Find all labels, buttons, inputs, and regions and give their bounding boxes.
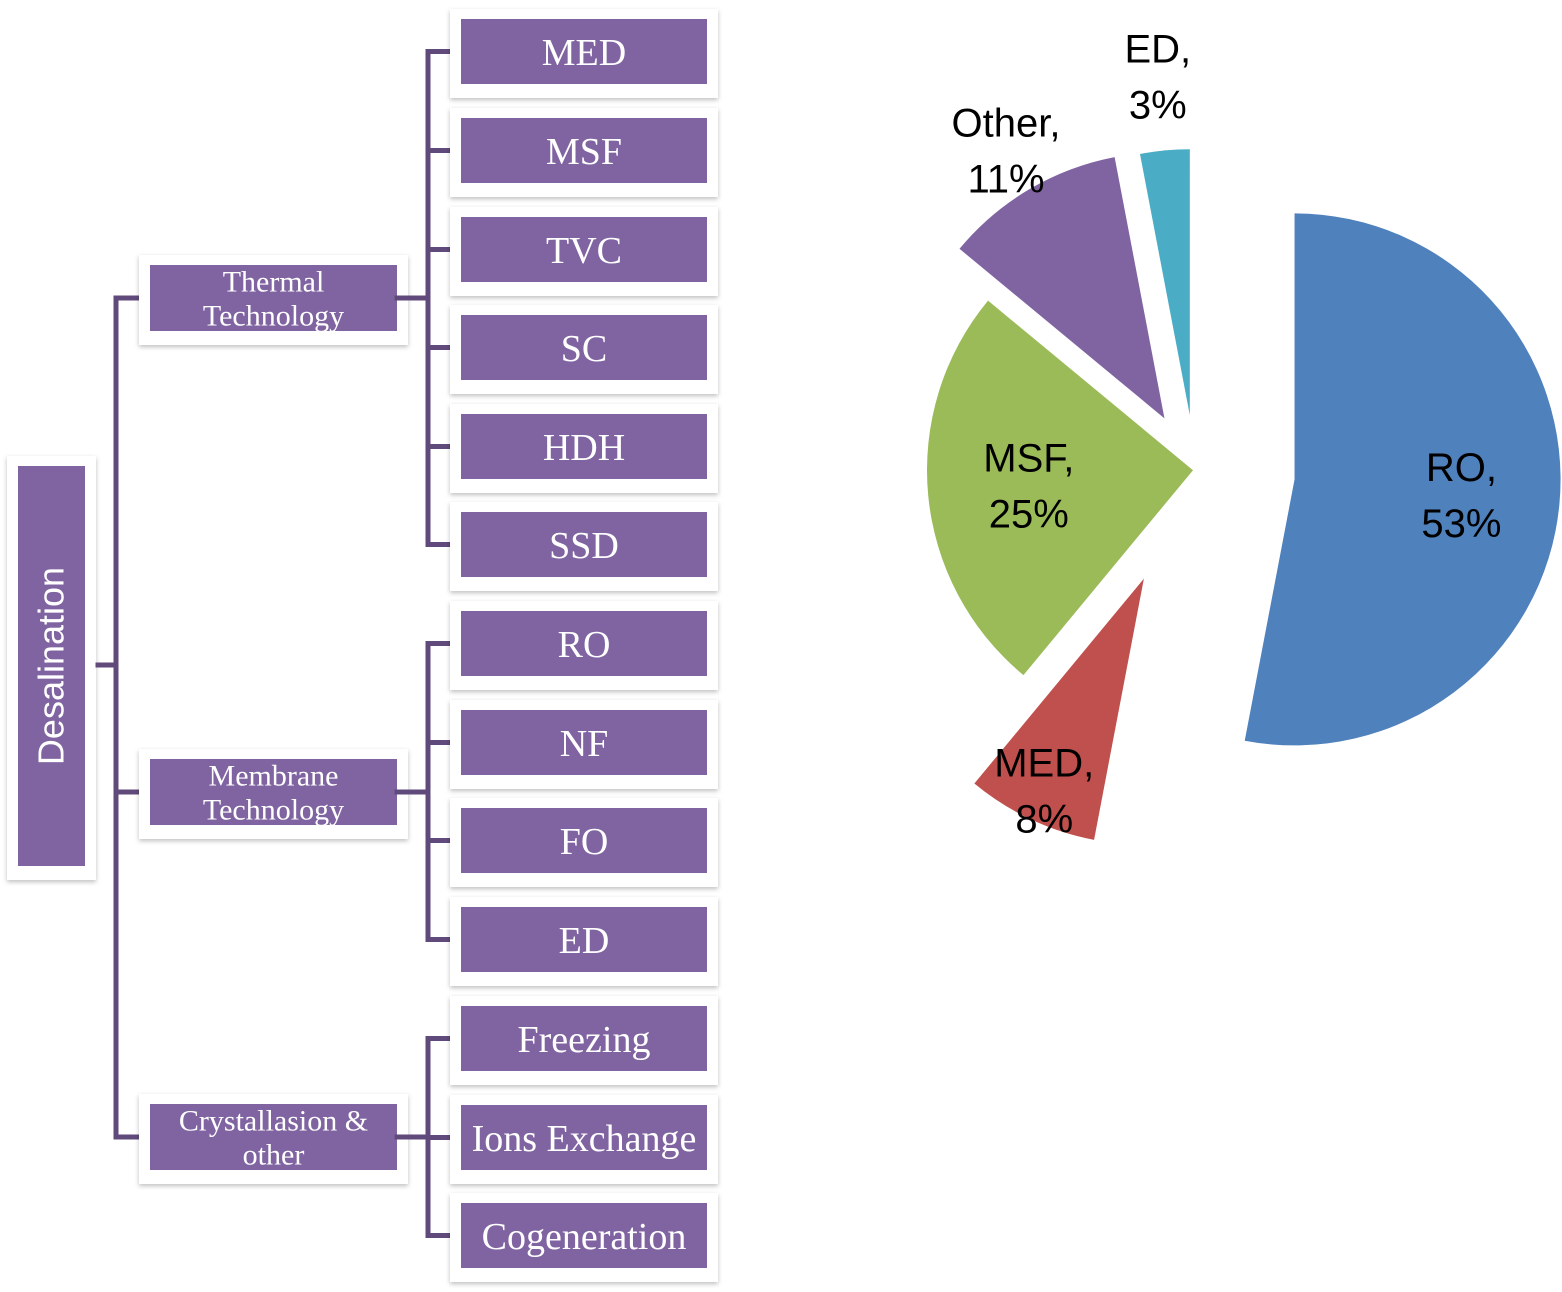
item-ions-exchange-box-fill xyxy=(461,1105,707,1170)
item-ions-exchange-box-label: Ions Exchange xyxy=(472,1118,697,1160)
item-tvc-box: TVC xyxy=(450,207,718,296)
pie-label-msf-percent: 25% xyxy=(989,493,1069,537)
group-crystallasion-other-box: Crystallasion &other xyxy=(139,1094,408,1184)
pie-slice-ro xyxy=(1244,213,1561,746)
pie-label-other-percent: 11% xyxy=(967,157,1044,201)
item-hdh-box-label: HDH xyxy=(543,427,625,469)
pie-label-med-percent: 8% xyxy=(1015,797,1073,841)
item-ed-box-fill xyxy=(461,907,707,972)
desalination-tree: DesalinationThermalTechnologyMEDMSFTVCSC… xyxy=(7,9,718,1282)
pie-slice-other xyxy=(959,157,1165,419)
item-nf-box-fill xyxy=(461,710,707,775)
item-fo-box-label: FO xyxy=(560,821,609,863)
pie-label-ed-name: ED, xyxy=(1124,27,1191,71)
pie-slice-med xyxy=(974,578,1144,840)
item-fo-box-fill xyxy=(461,808,707,873)
item-hdh-box: HDH xyxy=(450,404,718,493)
group-thermal-technology-box-label-2: Technology xyxy=(203,300,344,333)
item-nf-box-label: NF xyxy=(560,723,609,765)
item-ro-box-fill xyxy=(461,611,707,676)
item-sc-box-fill xyxy=(461,315,707,380)
item-ssd-box-fill xyxy=(461,512,707,577)
group-membrane-technology-box-fill xyxy=(150,759,397,825)
group-thermal-technology-box-label-1: Thermal xyxy=(223,266,325,299)
pie-label-ed-percent: 3% xyxy=(1129,83,1187,127)
group-crystallasion-other-box-label-1: Crystallasion & xyxy=(179,1105,368,1138)
item-cogeneration-box-label: Cogeneration xyxy=(482,1216,687,1258)
item-cogeneration-box: Cogeneration xyxy=(450,1193,718,1282)
item-ions-exchange-box: Ions Exchange xyxy=(450,1095,718,1184)
group-membrane-technology-box-label-2: Technology xyxy=(203,794,344,827)
item-hdh-box-fill xyxy=(461,414,707,479)
item-cogeneration-box-fill xyxy=(461,1203,707,1268)
root-box-desalination: Desalination xyxy=(7,456,96,880)
item-ed-box: ED xyxy=(450,897,718,986)
item-med-box-label: MED xyxy=(542,32,626,74)
root-box-desalination-fill xyxy=(18,466,85,866)
item-ro-box: RO xyxy=(450,601,718,690)
pie-label-med-name: MED, xyxy=(994,741,1094,785)
item-msf-box-fill xyxy=(461,118,707,183)
item-med-box: MED xyxy=(450,9,718,98)
item-freezing-box-fill xyxy=(461,1006,707,1071)
item-fo-box: FO xyxy=(450,798,718,887)
pie-slice-ed xyxy=(1139,149,1190,416)
item-tvc-box-fill xyxy=(461,217,707,282)
pie-label-other-name: Other, xyxy=(952,101,1061,145)
item-msf-box: MSF xyxy=(450,108,718,197)
pie-label-msf-name: MSF, xyxy=(983,437,1074,481)
item-med-box-fill xyxy=(461,19,707,84)
item-ssd-box: SSD xyxy=(450,502,718,591)
group-thermal-technology-box-fill xyxy=(150,265,397,331)
item-ro-box-label: RO xyxy=(558,624,611,666)
item-freezing-box-label: Freezing xyxy=(518,1019,651,1061)
group-crystallasion-other-box-label-2: other xyxy=(243,1139,305,1172)
item-ed-box-label: ED xyxy=(559,920,610,962)
root-box-desalination-label: Desalination xyxy=(31,567,72,765)
group-membrane-technology-box-label-1: Membrane xyxy=(209,760,339,793)
item-freezing-box: Freezing xyxy=(450,996,718,1085)
pie-label-ro-percent: 53% xyxy=(1421,502,1501,546)
desalination-pie-chart: RO, 53% MED, 8% MSF, 25% Other, 11% ED, 3% xyxy=(927,27,1561,841)
pie-label-ro-name: RO, xyxy=(1426,446,1497,490)
pie-slice-msf xyxy=(927,300,1194,676)
item-sc-box-label: SC xyxy=(561,328,607,370)
item-ssd-box-label: SSD xyxy=(549,525,619,567)
item-sc-box: SC xyxy=(450,305,718,394)
item-msf-box-label: MSF xyxy=(546,131,622,173)
item-nf-box: NF xyxy=(450,700,718,789)
item-tvc-box-label: TVC xyxy=(546,230,622,272)
group-crystallasion-other-box-fill xyxy=(150,1104,397,1170)
